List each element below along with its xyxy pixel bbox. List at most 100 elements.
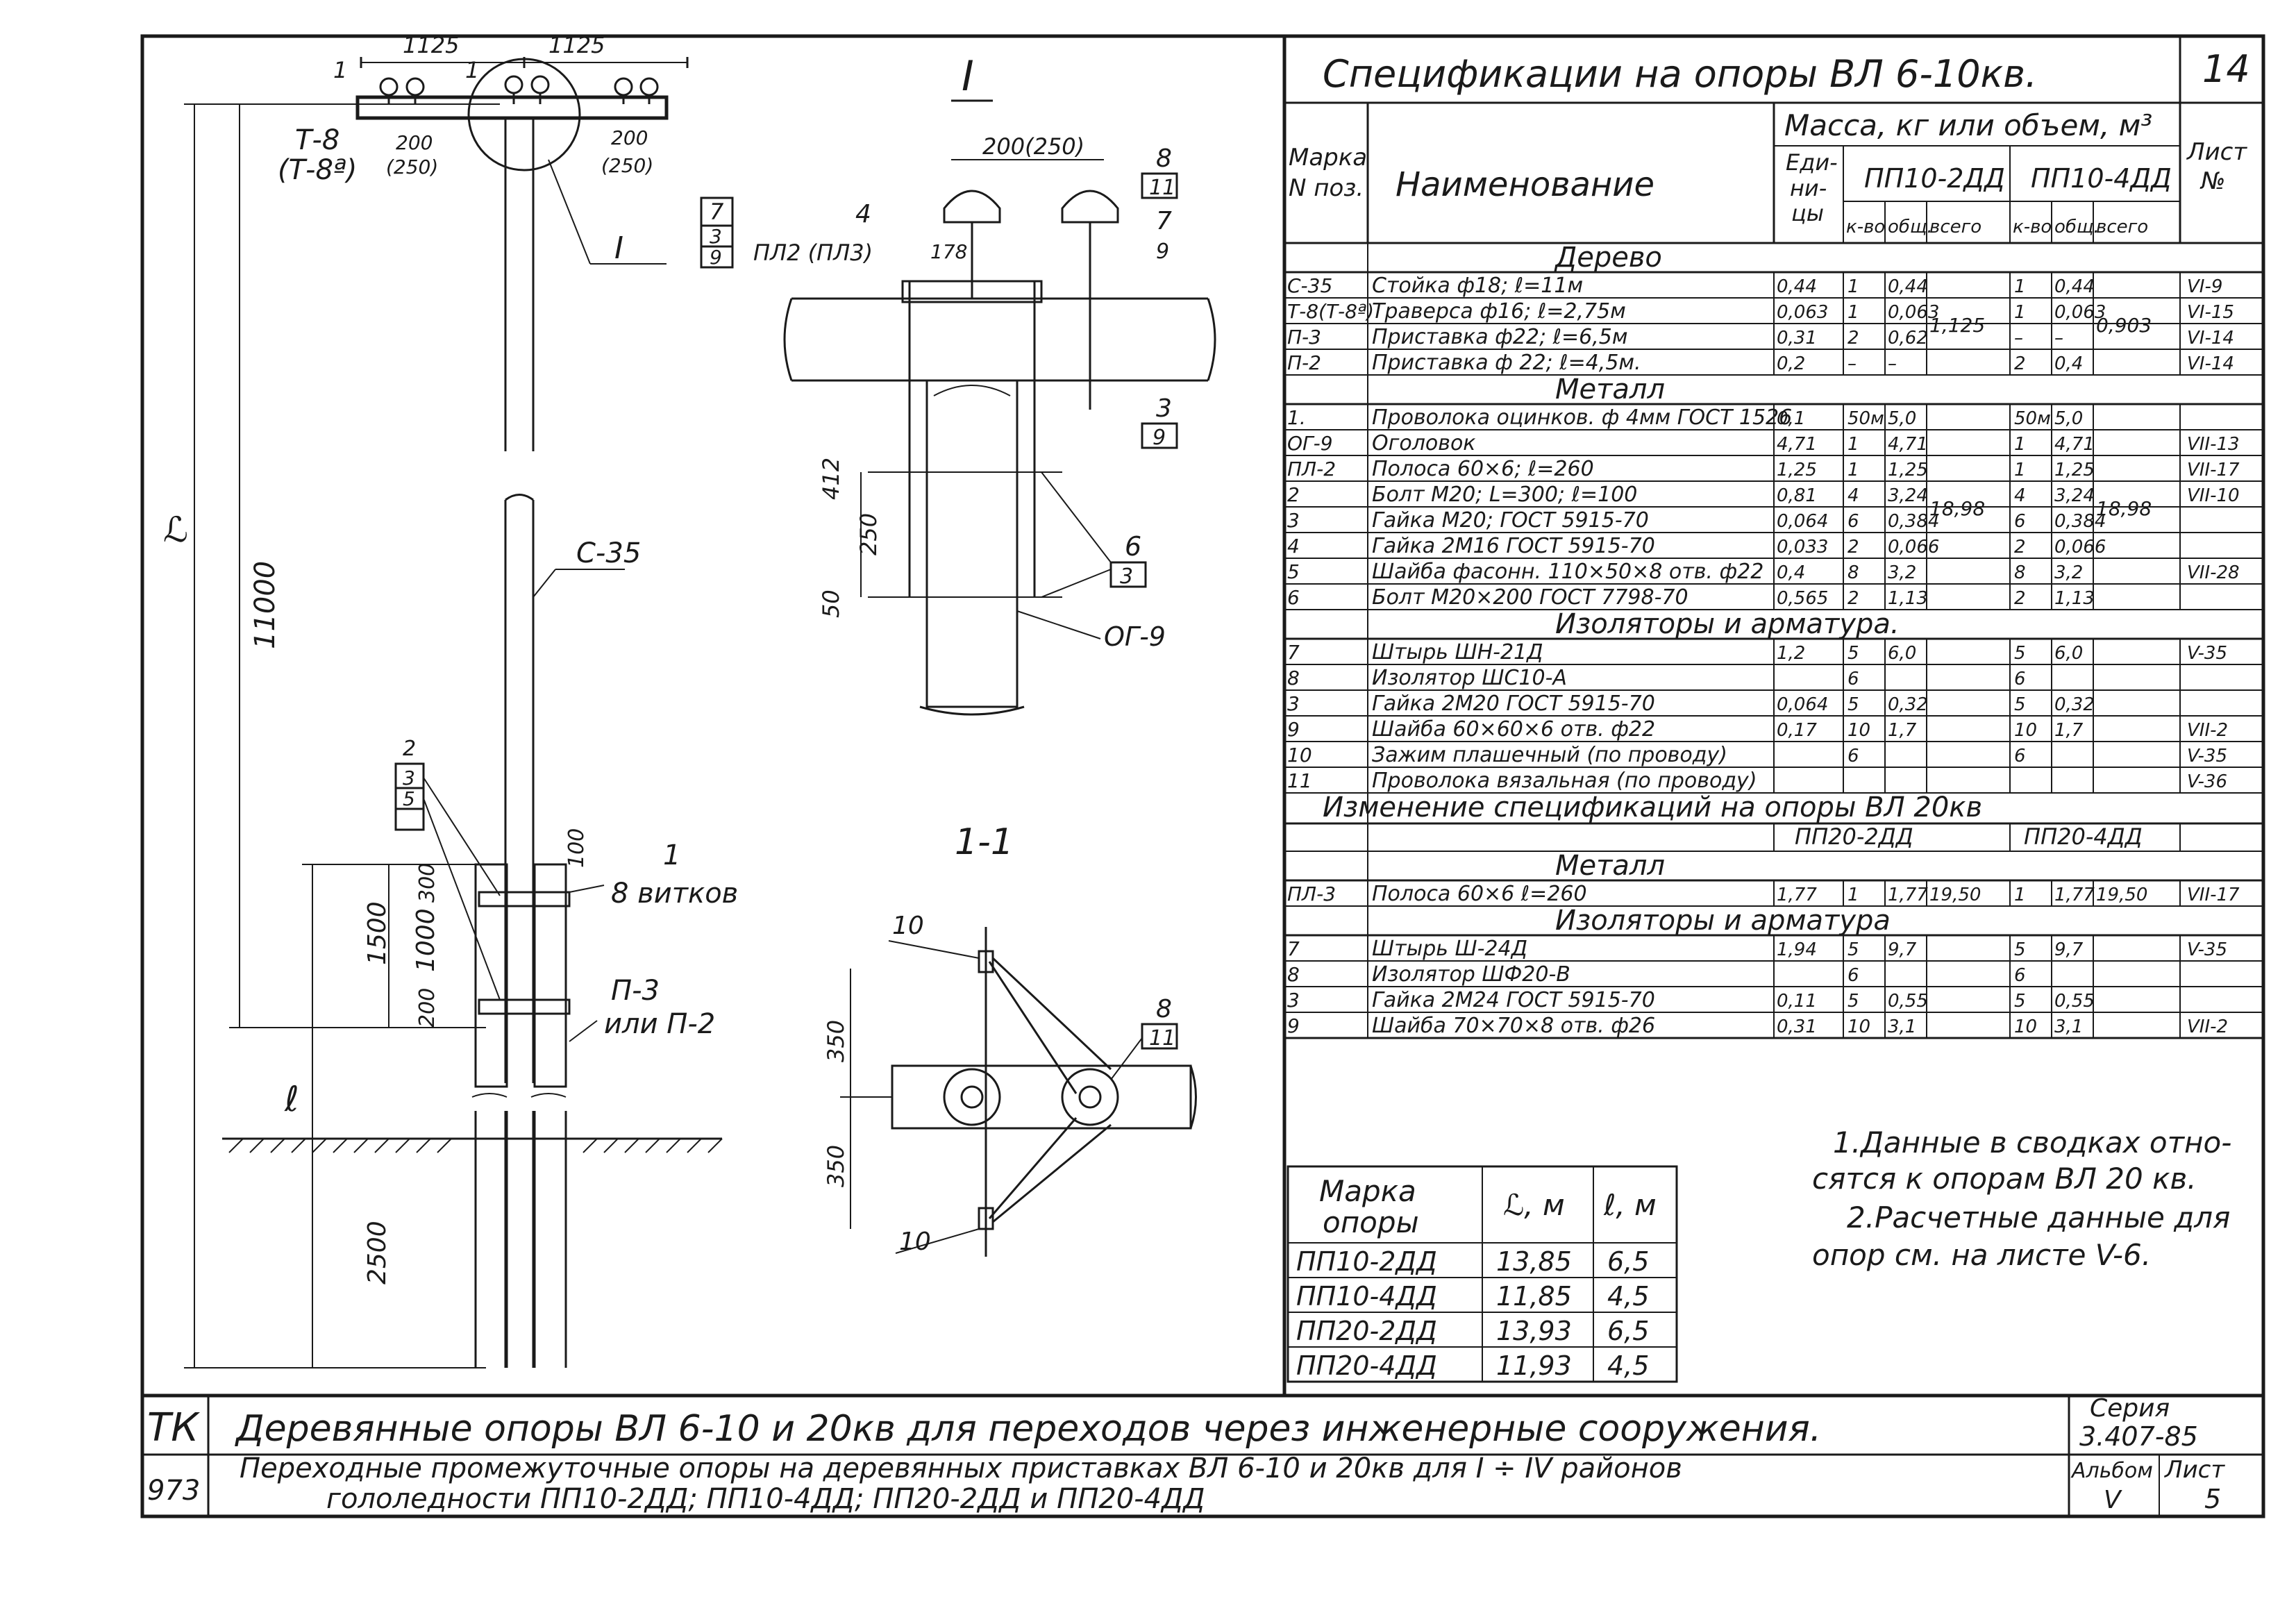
dim-1125-right: 1125 bbox=[548, 32, 605, 58]
metal-row-unit: 0,1 bbox=[1777, 408, 1805, 429]
metal20-row-sum-b: 19,50 bbox=[2096, 885, 2147, 905]
ins-row-sheet: V-35 bbox=[2187, 746, 2227, 767]
ins-row-unit: 0,064 bbox=[1777, 694, 1828, 715]
metal-row-qty-b: 6 bbox=[2014, 511, 2026, 532]
metal-row-total-a: 4,71 bbox=[1888, 434, 1928, 455]
sheet-label: Лист bbox=[2163, 1456, 2225, 1484]
tag-9-detail: 9 bbox=[1156, 240, 1169, 264]
head-obsh-a: общ. bbox=[1888, 217, 1933, 237]
metal-row-mark: 3 bbox=[1287, 509, 1300, 532]
section-insulators-20kv: Изоляторы и арматура bbox=[1555, 905, 1891, 937]
head-mark-a: Марка bbox=[1289, 144, 1367, 171]
pole-l: 4,5 bbox=[1607, 1350, 1649, 1381]
dim-100: 100 bbox=[564, 828, 589, 868]
wood-row-total-b: 0,4 bbox=[2054, 353, 2083, 374]
wood-row-qty-b: 2 bbox=[2014, 353, 2026, 374]
metal20-row-total-b: 1,77 bbox=[2054, 885, 2095, 905]
head-list-a: Лист bbox=[2186, 138, 2247, 166]
poles-head-l: ℓ, м bbox=[1603, 1188, 1657, 1222]
wood-row-total-b: 0,063 bbox=[2054, 302, 2106, 323]
metal-sum-b: 18,98 bbox=[2096, 497, 2152, 520]
ins20-row-total-a: 0,55 bbox=[1888, 991, 1928, 1012]
metal-row-total-b: 4,71 bbox=[2054, 434, 2095, 455]
ins-row-total-a: 6,0 bbox=[1888, 643, 1916, 664]
ins-row-qty-a: 5 bbox=[1847, 643, 1859, 664]
metal-row-name: Проволока оцинков. ф 4мм ГОСТ 1526 bbox=[1372, 405, 1792, 430]
wood-row-name: Траверса ф16; ℓ=2,75м bbox=[1372, 299, 1626, 324]
ins-row-qty-a: 10 bbox=[1847, 720, 1870, 741]
wood-row-sheet: VI-14 bbox=[2187, 353, 2234, 374]
series-value: 3.407-85 bbox=[2079, 1421, 2198, 1452]
pole-L: 11,93 bbox=[1496, 1350, 1572, 1381]
head-obsh-b: общ. bbox=[2054, 217, 2100, 237]
section-insulators: Изоляторы и арматура. bbox=[1555, 608, 1900, 640]
metal-row-mark: 1. bbox=[1287, 406, 1306, 429]
tag-7-detail: 7 bbox=[1156, 207, 1172, 235]
poles-head-mark-b: опоры bbox=[1323, 1205, 1419, 1239]
dim-L: ℒ bbox=[163, 510, 188, 550]
dim-1500: 1500 bbox=[363, 901, 392, 965]
ins-row-qty-b: 10 bbox=[2014, 720, 2037, 741]
wood-row-total-a: – bbox=[1888, 353, 1897, 374]
wood-row-unit: 0,44 bbox=[1777, 276, 1817, 297]
metal-row-name: Болт М20×200 ГОСТ 7798-70 bbox=[1372, 585, 1689, 610]
wood-row-mark: С-35 bbox=[1287, 274, 1332, 297]
wood-row-qty-b: 1 bbox=[2014, 302, 2026, 323]
head-list-b: № bbox=[2199, 167, 2225, 195]
ins-row-sheet: VII-2 bbox=[2187, 720, 2228, 741]
detail-view-I: I 200(250) ПЛ2 (ПЛ3) 4 178 8 11 7 9 3 9 … bbox=[753, 52, 1216, 716]
ins20-row-sheet: VII-2 bbox=[2187, 1016, 2228, 1037]
metal-row-qty-a: 2 bbox=[1847, 588, 1859, 609]
metal-row-unit: 0,4 bbox=[1777, 562, 1805, 583]
wood-row-qty-a: 1 bbox=[1847, 302, 1859, 323]
metal-row-qty-b: 1 bbox=[2014, 460, 2026, 480]
metal-row-mark: 6 bbox=[1287, 586, 1300, 609]
metal-row-unit: 0,033 bbox=[1777, 537, 1828, 558]
note-line-2: сятся к опорам ВЛ 20 кв. bbox=[1812, 1162, 2197, 1196]
ins-row-unit: 1,2 bbox=[1777, 643, 1805, 664]
section-wood: Дерево bbox=[1554, 242, 1662, 274]
ins20-row-unit: 0,11 bbox=[1777, 991, 1817, 1012]
metal-row-mark: ПЛ-2 bbox=[1287, 458, 1336, 480]
ins20-row-qty-a: 5 bbox=[1847, 939, 1859, 960]
label-or-p2: или П-2 bbox=[604, 1008, 715, 1040]
label-c35: С-35 bbox=[576, 537, 641, 569]
ins20-row-mark: 7 bbox=[1287, 937, 1300, 960]
ins-row-qty-a: 5 bbox=[1847, 694, 1859, 715]
insulator-right bbox=[1061, 190, 1119, 224]
sheet-value: 5 bbox=[2204, 1484, 2221, 1514]
metal20-row-name: Полоса 60×6 ℓ=260 bbox=[1372, 882, 1587, 906]
specification-table: Спецификации на опоры ВЛ 6-10кв. 14 Марк… bbox=[1283, 36, 2265, 1039]
tag-3: 3 bbox=[710, 225, 722, 248]
ins20-row-sheet: V-35 bbox=[2187, 939, 2227, 960]
cut-mark-right: 1 bbox=[465, 57, 479, 83]
metal-row-name: Гайка 2М16 ГОСТ 5915-70 bbox=[1372, 534, 1655, 558]
head-mass: Масса, кг или объем, м³ bbox=[1784, 108, 2152, 142]
section-metal-20kv: Металл bbox=[1555, 850, 1665, 882]
tag-9: 9 bbox=[710, 246, 722, 269]
wood-row-qty-a: 1 bbox=[1847, 276, 1859, 297]
ins-row-mark: 3 bbox=[1287, 692, 1300, 715]
ins20-row-total-a: 9,7 bbox=[1888, 939, 1917, 960]
metal-row-sheet: VII-10 bbox=[2187, 485, 2240, 506]
ins-row-sheet: V-35 bbox=[2187, 643, 2227, 664]
notes: 1.Данные в сводках отно- сятся к опорам … bbox=[1812, 1125, 2231, 1272]
wood-row-total-a: 0,063 bbox=[1888, 302, 1939, 323]
metal-row-mark: 4 bbox=[1287, 535, 1300, 558]
head-pp10-2dd: ПП10-2ДД bbox=[1864, 163, 2005, 194]
detail-circle-I bbox=[467, 58, 581, 171]
pole-l: 6,5 bbox=[1607, 1246, 1649, 1277]
tag-10-bottom: 10 bbox=[899, 1228, 931, 1256]
label-t8: Т-8 bbox=[295, 124, 340, 156]
metal-row-mark: ОГ-9 bbox=[1287, 432, 1333, 455]
tag-4: 4 bbox=[855, 200, 871, 228]
wood-row-total-b: 0,44 bbox=[2054, 276, 2095, 297]
pin-insulators bbox=[379, 75, 659, 104]
sheet-frame bbox=[140, 34, 2265, 1518]
section-1-1: 1-1 350 350 10 10 8 11 bbox=[823, 821, 1197, 1257]
metal-sum-a: 18,98 bbox=[1929, 497, 1985, 520]
dim-11000: 11000 bbox=[249, 561, 281, 649]
tag-3-lower: 3 bbox=[403, 767, 415, 789]
head-mark-b: N поз. bbox=[1289, 174, 1364, 202]
